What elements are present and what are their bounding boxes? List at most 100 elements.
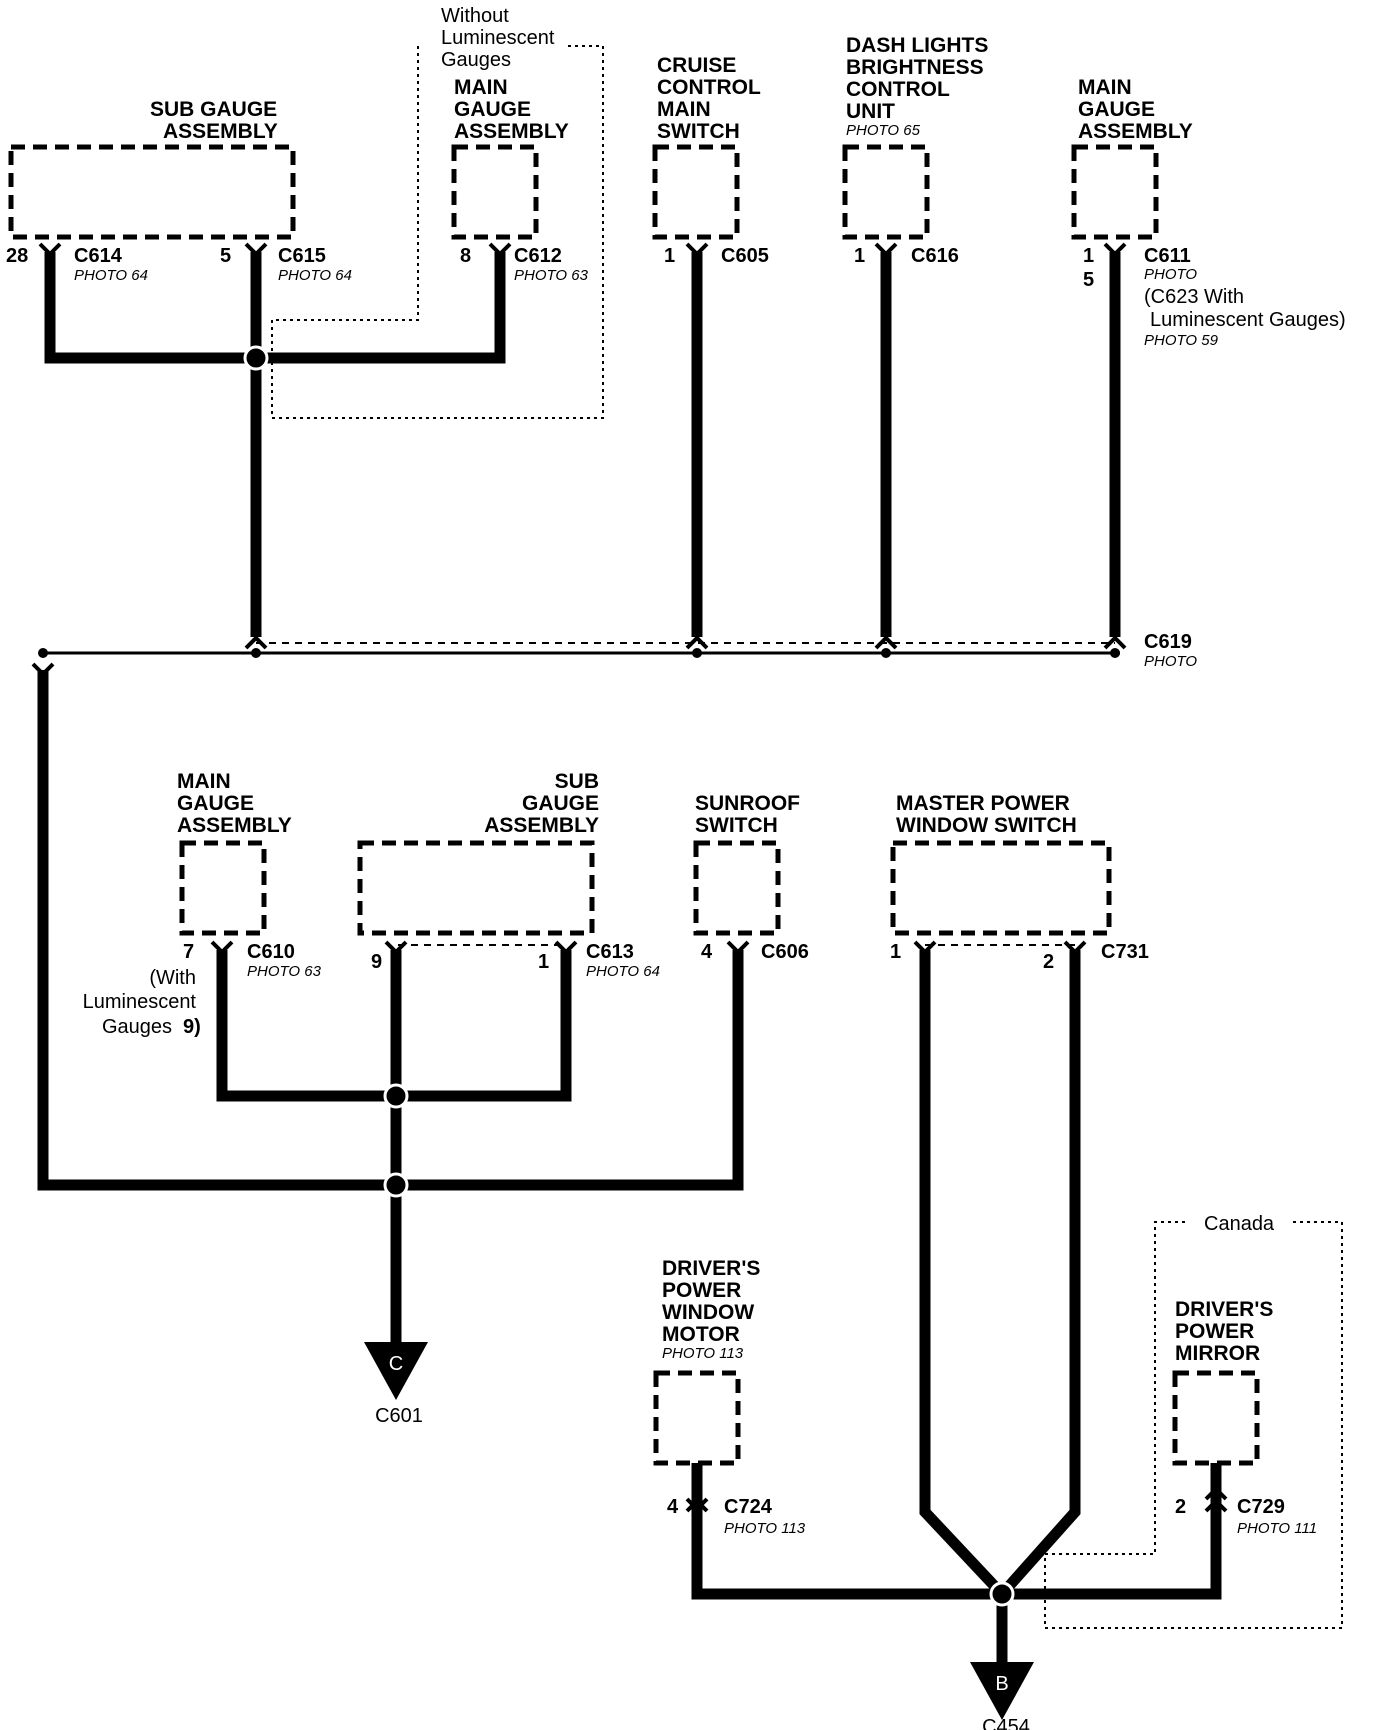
sub-gauge-assembly-mid [357,840,595,936]
label-main-gauge-mid-1: MAIN [177,770,231,793]
splice-bottom [989,1581,1015,1607]
label-c729: C729 [1237,1496,1285,1518]
drivers-power-mirror [1172,1370,1260,1466]
main-gauge-assembly-mid [179,840,267,936]
note-c610-1: (With [149,967,196,989]
label-cruise-1: CRUISE [657,54,736,77]
canada-boundary [1044,1221,1343,1629]
label-main-gauge-mid-2: GAUGE [177,792,254,815]
label-sub-gauge-mid-3: ASSEMBLY [484,814,599,837]
label-sub-gauge-mid-1: SUB [555,770,599,793]
pin-c616: 1 [854,245,865,267]
note-without-luminescent-1: Without [441,5,509,27]
ground-flag-c601 [364,1342,428,1400]
photo-c611-2: PHOTO 59 [1144,332,1219,349]
photo-c619: PHOTO [1144,653,1197,670]
label-c613: C613 [586,941,634,963]
drivers-power-window-motor [653,1370,741,1466]
label-main-gauge-tl-3: ASSEMBLY [454,120,569,143]
connector-pins-mid [210,940,1087,955]
photo-c613: PHOTO 64 [586,963,660,980]
pin-c613-a: 9 [371,951,382,973]
ground-label-c454: C454 [982,1716,1030,1730]
ground-label-c601: C601 [375,1405,423,1427]
wire-c731-pin1-to-splice [919,950,1007,1598]
note-c623-1: (C623 With [1144,286,1244,308]
label-cruise-2: CONTROL [657,76,761,99]
note-c610-4: 9) [183,1016,201,1038]
label-c606: C606 [761,941,809,963]
label-c724: C724 [724,1496,773,1518]
label-main-gauge-tl-2: GAUGE [454,98,531,121]
label-sub-gauge-top-1: SUB GAUGE [150,98,277,121]
label-sunroof-2: SWITCH [695,814,778,837]
label-c605: C605 [721,245,769,267]
pin-c611: 1 [1083,245,1094,267]
label-master-window-2: WINDOW SWITCH [896,814,1077,837]
pin-c605: 1 [664,245,675,267]
photo-c612: PHOTO 63 [514,267,589,284]
photo-c610: PHOTO 63 [247,963,322,980]
splice-top [243,345,269,371]
label-window-motor-photo: PHOTO 113 [662,1345,744,1362]
label-c616: C616 [911,245,959,267]
label-main-gauge-tl-1: MAIN [454,76,508,99]
wire-c731-pin2-to-splice [997,950,1081,1598]
ground-flag-c454 [970,1662,1034,1720]
pin-c729: 2 [1175,1496,1186,1518]
note-without-luminescent-3: Gauges [441,49,511,71]
label-mirror-2: POWER [1175,1320,1254,1343]
wire-c614-c612-bus [44,252,506,364]
label-c731: C731 [1101,941,1149,963]
label-sub-gauge-mid-2: GAUGE [522,792,599,815]
connector-pins-top [38,242,1127,257]
wire-c729-to-splice [1002,1463,1222,1600]
photo-c611: PHOTO [1144,266,1197,283]
note-c610-3: Gauges [102,1016,172,1038]
label-dash-lights-photo: PHOTO 65 [846,122,921,139]
label-c614: C614 [74,245,123,267]
pin-c606: 4 [701,941,713,963]
label-main-gauge-tr-1: MAIN [1078,76,1132,99]
label-dash-lights-3: CONTROL [846,78,950,101]
without-luminescent-gauges-boundary [271,45,604,419]
label-sunroof-1: SUNROOF [695,792,800,815]
pin-c614: 28 [6,245,28,267]
pin-c612: 8 [460,245,471,267]
photo-c614: PHOTO 64 [74,267,148,284]
ground-letter-c601: C [389,1353,403,1375]
photo-c615: PHOTO 64 [278,267,352,284]
label-dash-lights-2: BRIGHTNESS [846,56,984,79]
splice-mid-upper [383,1083,409,1109]
dash-lights-brightness-control-unit [842,144,930,240]
label-c610: C610 [247,941,295,963]
label-c611: C611 [1144,245,1191,267]
label-c619: C619 [1144,631,1192,653]
pin-c613-b: 1 [538,951,549,973]
label-main-gauge-tr-3: ASSEMBLY [1078,120,1193,143]
wire-c619-to-c601 [37,670,396,1191]
photo-c724: PHOTO 113 [724,1520,806,1537]
splice-mid-lower [383,1172,409,1198]
pin-c731-a: 1 [890,941,901,963]
label-c615: C615 [278,245,326,267]
label-dash-lights-1: DASH LIGHTS [846,34,988,57]
pin-c731-b: 2 [1043,951,1054,973]
note-without-luminescent-2: Luminescent [441,27,555,49]
master-power-window-switch [890,840,1112,936]
label-window-motor-2: POWER [662,1279,741,1302]
note-c610-2: Luminescent [83,991,197,1013]
main-gauge-assembly-top-right [1071,144,1159,240]
pin-c610: 7 [183,941,194,963]
label-main-gauge-mid-3: ASSEMBLY [177,814,292,837]
label-master-window-1: MASTER POWER [896,792,1070,815]
label-sub-gauge-top-2: ASSEMBLY [163,120,278,143]
note-c623-2: Luminescent Gauges) [1150,309,1346,331]
main-gauge-assembly-top-left [451,144,539,240]
wire-c606-to-splice [396,950,744,1191]
connector-pins-bottom [685,1486,1228,1513]
label-window-motor-3: WINDOW [662,1301,754,1324]
label-window-motor-4: MOTOR [662,1323,740,1346]
label-main-gauge-tr-2: GAUGE [1078,98,1155,121]
